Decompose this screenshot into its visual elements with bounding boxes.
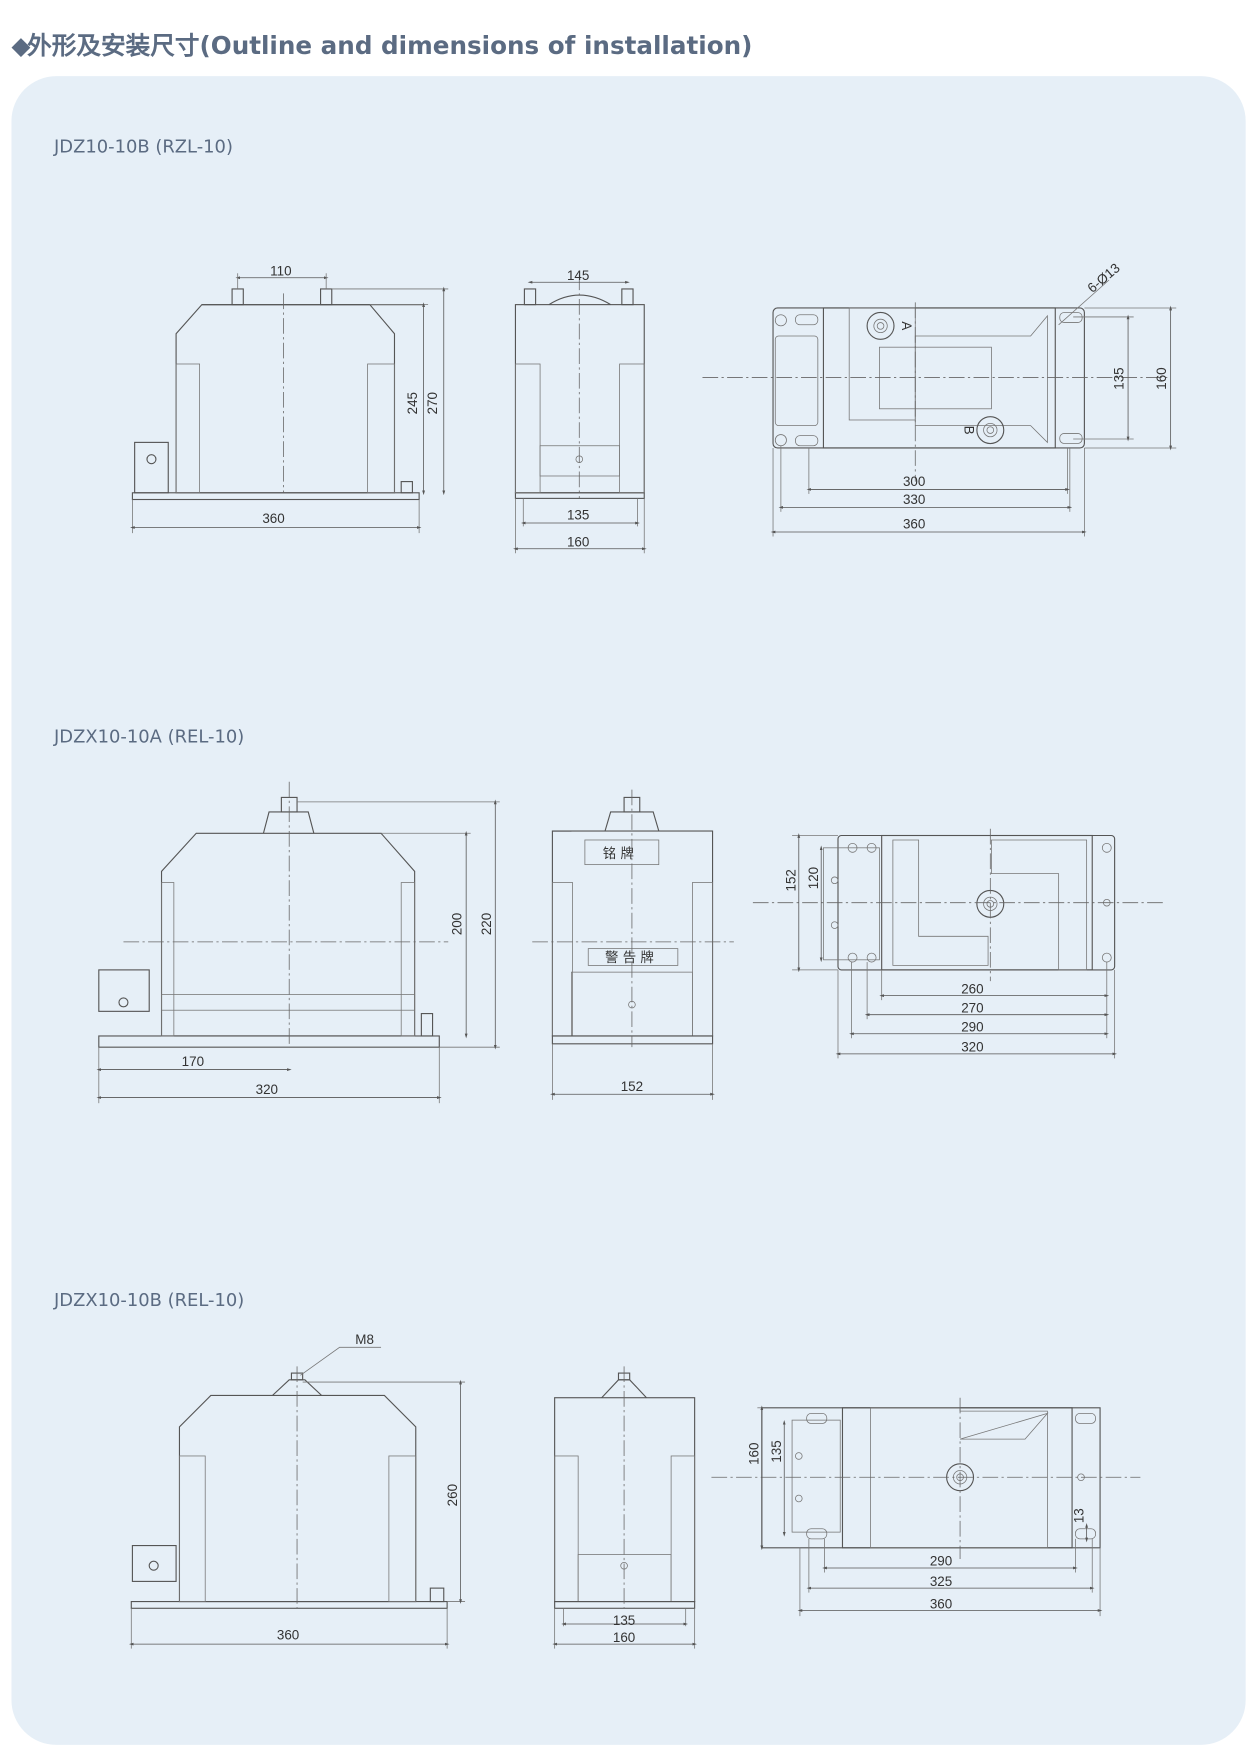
model3-front-view: M8 260 360 xyxy=(128,1332,466,1649)
dim-label: 135 xyxy=(613,1613,635,1628)
section-title: 外形及安装尺寸(Outline and dimensions of instal… xyxy=(27,31,752,60)
dim-label: 360 xyxy=(262,511,284,526)
dim-label: 145 xyxy=(567,268,589,283)
thread-label: M8 xyxy=(355,1332,374,1347)
nameplate-label: 铭 牌 xyxy=(603,845,634,862)
dim-label: 360 xyxy=(930,1596,952,1611)
dim-label: 160 xyxy=(1154,367,1169,389)
terminal-label-a: A xyxy=(899,321,914,330)
dim-label: 270 xyxy=(425,392,440,414)
model1-front-view: 110 245 270 360 xyxy=(130,264,449,534)
drawing-panel xyxy=(11,76,1246,1745)
dim-label: 325 xyxy=(930,1574,952,1589)
dim-label: 320 xyxy=(961,1040,983,1055)
dim-label: 290 xyxy=(930,1554,952,1569)
dim-label: 360 xyxy=(903,517,925,532)
dim-label: 260 xyxy=(961,981,983,996)
model3-side-view: 135 160 xyxy=(552,1366,697,1649)
dim-label: 110 xyxy=(270,264,291,279)
dim-label: 152 xyxy=(783,869,798,891)
dim-label: 160 xyxy=(567,535,589,550)
warning-plate-label: 警 告 牌 xyxy=(605,949,654,966)
dim-label: 320 xyxy=(256,1082,278,1097)
model-title: JDZX10-10B (REL-10) xyxy=(53,1290,244,1311)
terminal-label-b: B xyxy=(962,426,977,435)
dim-label: 120 xyxy=(806,867,821,889)
dim-label: 220 xyxy=(479,913,494,935)
dim-label: 200 xyxy=(450,913,465,935)
dim-label: 160 xyxy=(746,1443,761,1465)
model1-side-view: 145 135 160 xyxy=(513,268,647,554)
model2-front-view: 200 220 170 320 xyxy=(96,781,500,1104)
dim-label: 270 xyxy=(961,1000,983,1015)
dim-label: 152 xyxy=(621,1079,643,1094)
dim-label: 360 xyxy=(277,1628,299,1643)
dim-label: 300 xyxy=(903,474,925,489)
dim-label: 290 xyxy=(961,1019,983,1034)
dim-label: 170 xyxy=(182,1054,204,1069)
dim-label: 330 xyxy=(903,492,925,507)
section-bullet: ◆ xyxy=(11,31,30,60)
dim-label: 135 xyxy=(567,508,589,523)
dim-label: 260 xyxy=(445,1484,460,1506)
dim-label: 135 xyxy=(769,1440,784,1462)
dim-label: 13 xyxy=(1071,1508,1086,1523)
model2-side-view: 铭 牌 警 告 牌 152 xyxy=(532,789,734,1100)
model-title: JDZX10-10A (REL-10) xyxy=(53,727,244,748)
dim-label: 245 xyxy=(405,392,420,414)
model2-top-view: 152 120 260 270 290 320 xyxy=(752,828,1163,1059)
model-title: JDZ10-10B (RZL-10) xyxy=(53,136,233,157)
dim-label: 135 xyxy=(1112,367,1127,389)
model3-top-view: 160 135 13 290 325 360 xyxy=(711,1397,1141,1617)
dim-label: 160 xyxy=(613,1630,635,1645)
